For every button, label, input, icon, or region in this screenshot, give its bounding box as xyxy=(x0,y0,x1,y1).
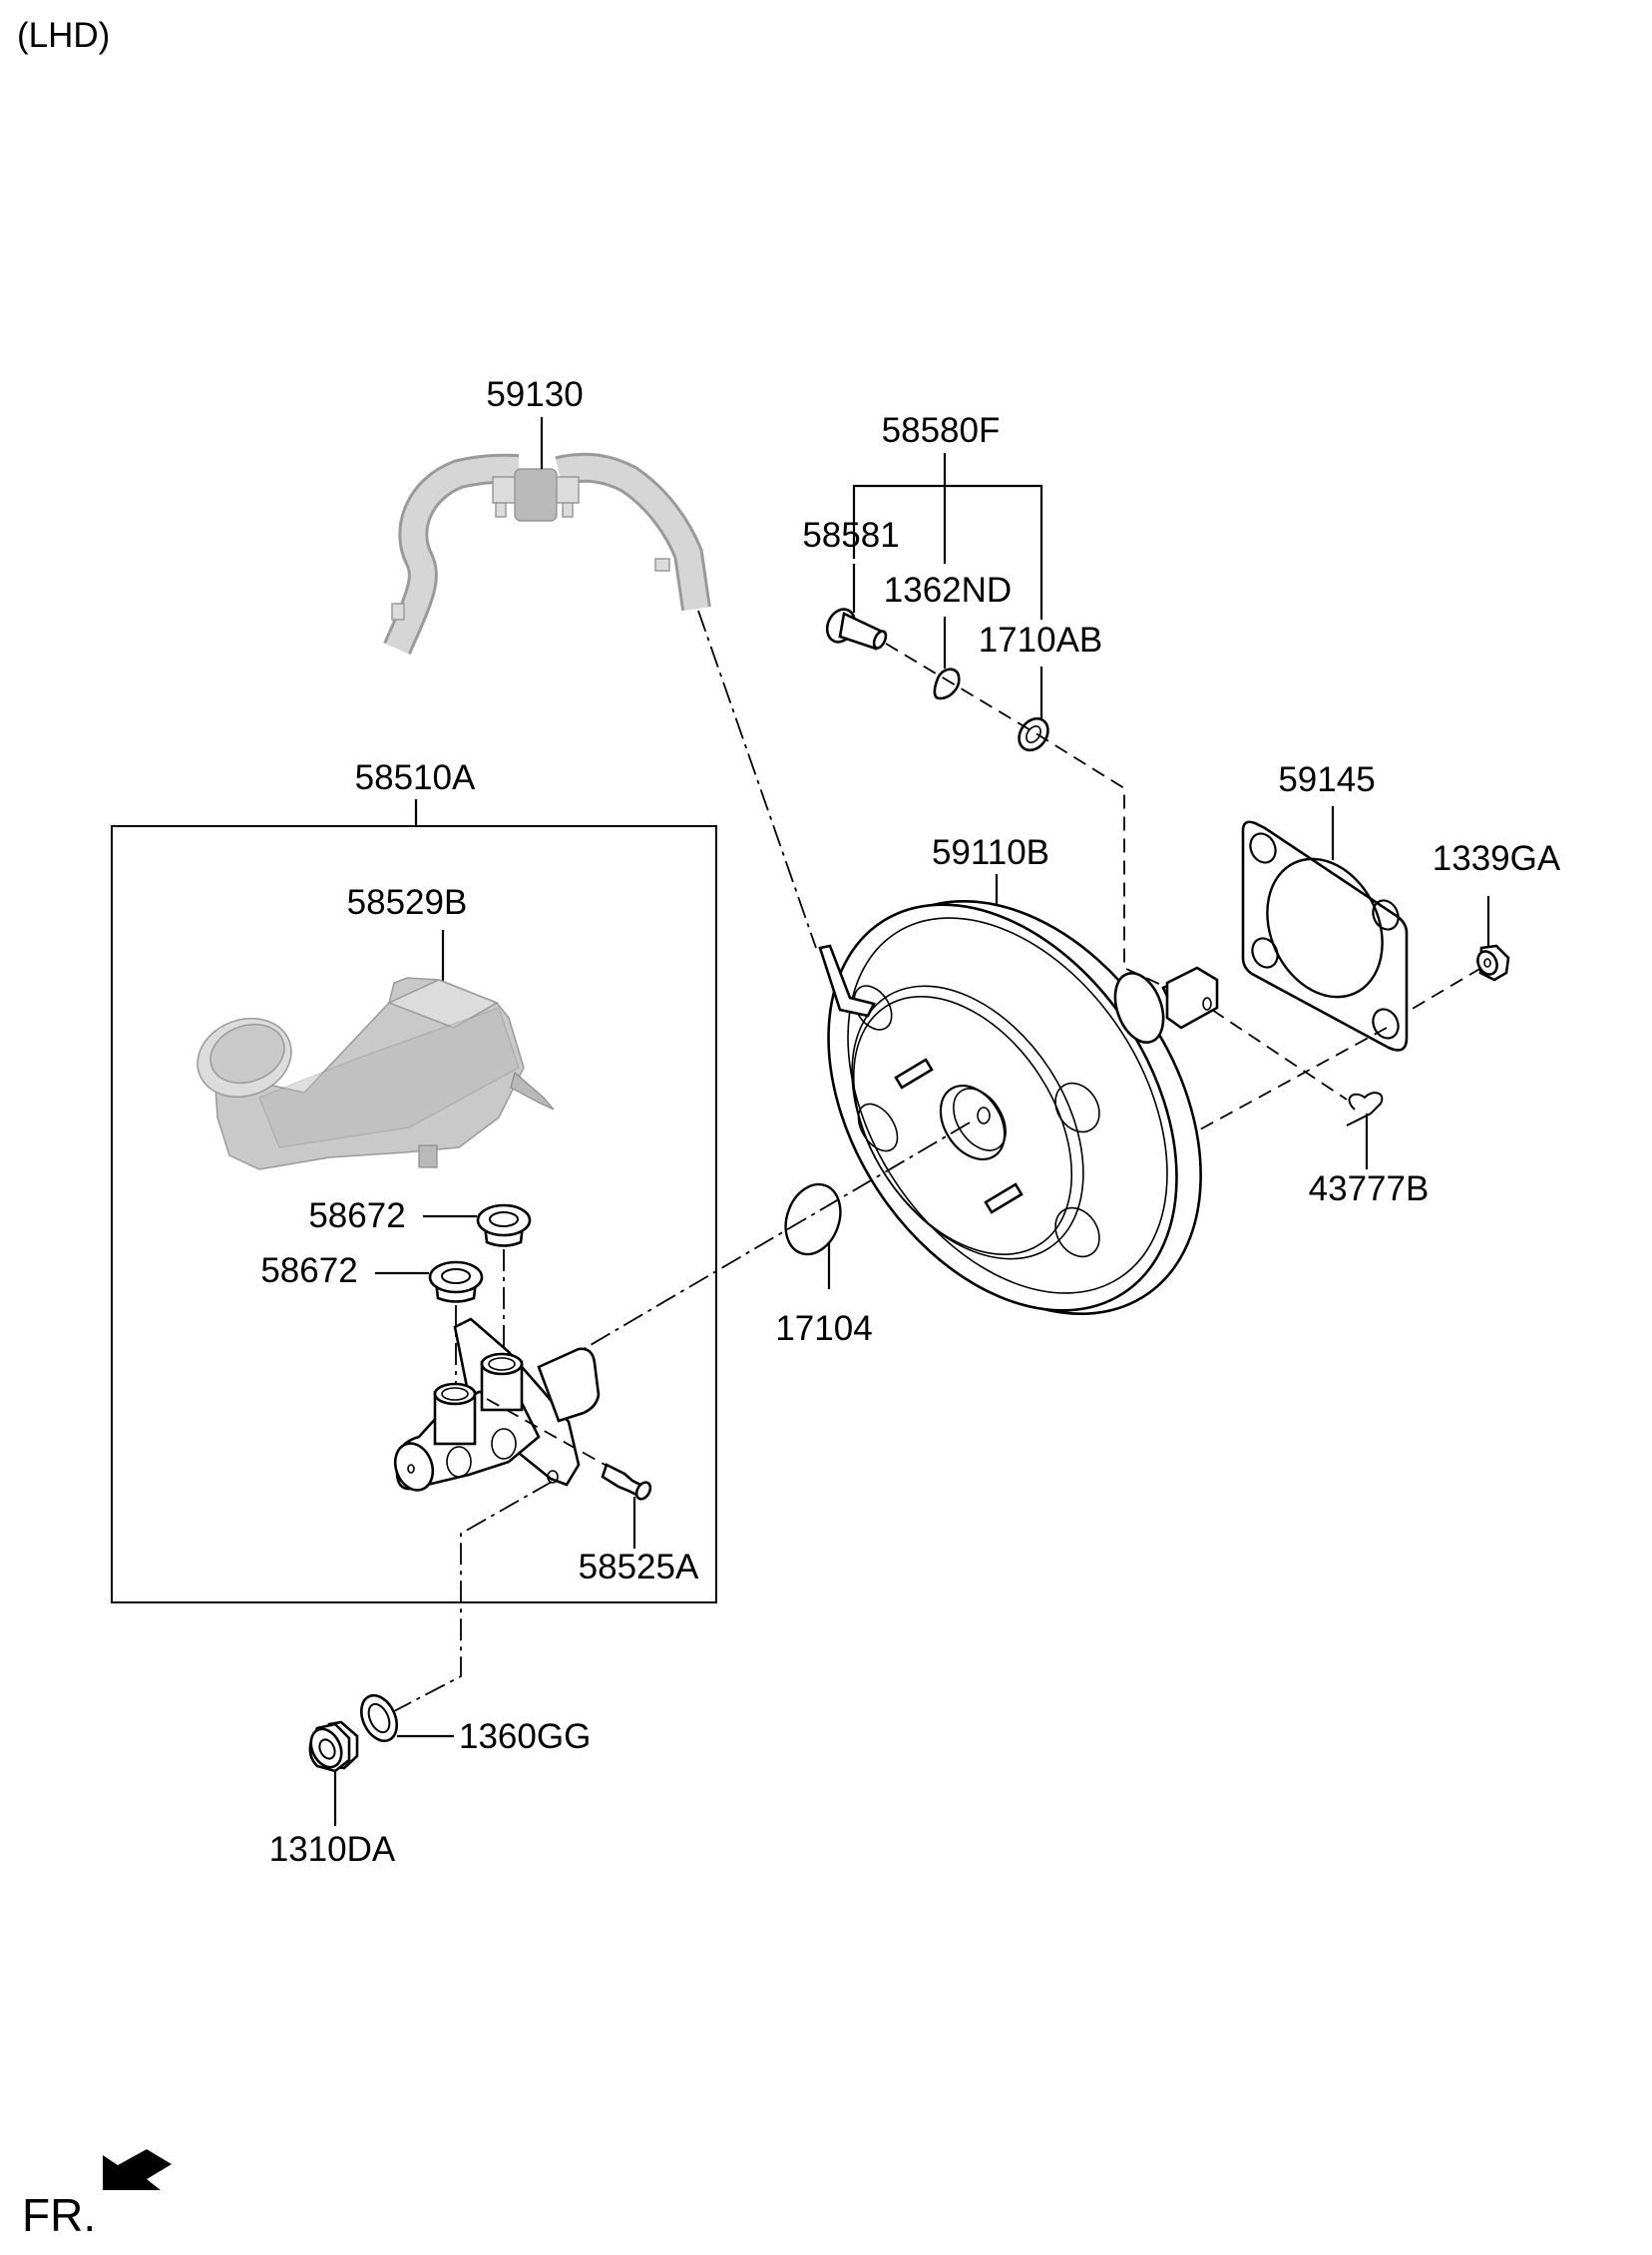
part-label-1710AB[interactable]: 1710AB xyxy=(979,621,1103,660)
pin-part[interactable] xyxy=(601,1463,653,1502)
assembly-line xyxy=(1211,1009,1348,1101)
part-label-43777B[interactable]: 43777B xyxy=(1309,1169,1430,1208)
part-label-58525A[interactable]: 58525A xyxy=(579,1548,699,1586)
grommet-bottom-part[interactable] xyxy=(428,1260,484,1303)
assembly-line xyxy=(1410,967,1482,1011)
gasket-part[interactable] xyxy=(1241,820,1409,1052)
assembly-line xyxy=(1166,1027,1388,1148)
snap-pin-part[interactable] xyxy=(933,668,961,700)
part-label-59130[interactable]: 59130 xyxy=(486,375,583,414)
bracket-line xyxy=(852,484,1043,620)
assembly-line xyxy=(697,610,817,949)
master-cylinder-part[interactable] xyxy=(389,1317,601,1496)
part-label-17104[interactable]: 17104 xyxy=(775,1309,872,1348)
front-direction-arrow-icon xyxy=(103,2149,172,2190)
clip-part[interactable] xyxy=(1346,1092,1384,1127)
part-label-1339GA[interactable]: 1339GA xyxy=(1433,839,1561,878)
part-label-1310DA[interactable]: 1310DA xyxy=(269,1830,396,1869)
part-label-58672-top[interactable]: 58672 xyxy=(308,1196,405,1235)
washer-pin-part[interactable] xyxy=(1014,713,1054,756)
part-label-1360GG[interactable]: 1360GG xyxy=(459,1717,591,1756)
master-cylinder-assembly-box xyxy=(111,825,717,1603)
part-label-59145[interactable]: 59145 xyxy=(1278,760,1375,799)
part-label-58672-bottom[interactable]: 58672 xyxy=(260,1251,357,1290)
reservoir-part[interactable] xyxy=(187,977,555,1170)
flange-nut-part[interactable] xyxy=(305,1720,359,1773)
assembly-line xyxy=(578,1122,971,1353)
part-label-58580F[interactable]: 58580F xyxy=(882,411,1001,450)
oring-part[interactable] xyxy=(776,1176,849,1261)
assembly-box-label[interactable]: 58510A xyxy=(355,758,476,797)
part-label-1362ND[interactable]: 1362ND xyxy=(884,571,1012,610)
assembly-line xyxy=(393,1481,553,1712)
washer-part[interactable] xyxy=(354,1689,403,1746)
assembly-line xyxy=(486,1398,610,1468)
brake-booster-part[interactable] xyxy=(756,835,1274,1380)
nut-booster-part[interactable] xyxy=(1474,944,1510,982)
grommet-top-part[interactable] xyxy=(476,1203,532,1247)
part-label-58581[interactable]: 58581 xyxy=(802,516,899,555)
direction-label: FR. xyxy=(22,2189,96,2241)
vacuum-hose-part[interactable] xyxy=(383,452,711,656)
variant-label: (LHD) xyxy=(17,16,110,55)
clevis-pin-part[interactable] xyxy=(822,605,888,651)
part-label-58529B[interactable]: 58529B xyxy=(347,883,468,922)
part-label-59110B[interactable]: 59110B xyxy=(932,833,1049,872)
assembly-line xyxy=(885,643,1190,999)
